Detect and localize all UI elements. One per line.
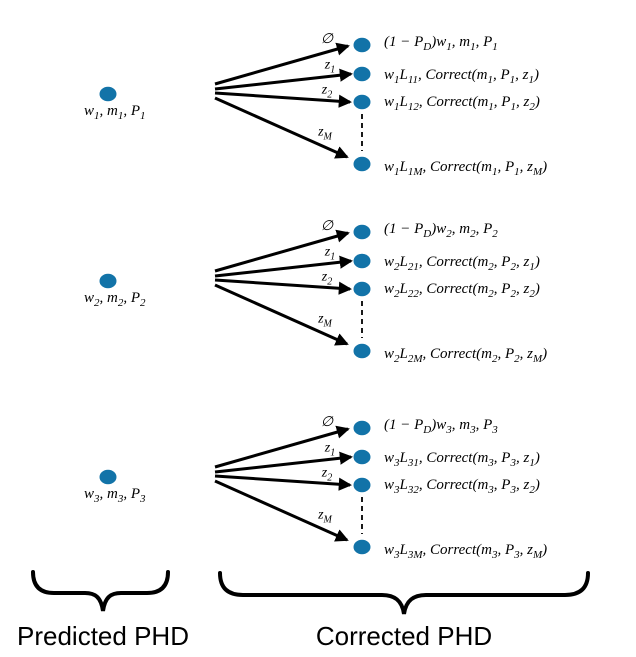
corrected-component-dot: [353, 343, 371, 359]
corrected-component-dot: [353, 449, 371, 465]
corrected-component-label: (1 − PD)w2, m2, P2: [384, 221, 498, 240]
corrected-component-dot: [353, 281, 371, 297]
component-group-3: [99, 420, 371, 555]
measurement-edge-label: z1: [324, 440, 336, 459]
corrected-component-label: (1 − PD)w1, m1, P1: [384, 34, 498, 53]
measurement-edge-label: z1: [324, 244, 336, 263]
measurement-edge-label: z2: [321, 269, 333, 288]
predicted-component-label: w3, m3, P3: [84, 486, 146, 505]
corrected-component-label: w3L31, Correct(m3, P3, z1): [384, 450, 540, 469]
missed-detection-edge-label: ∅: [320, 32, 334, 47]
measurement-arrow-z2: [214, 474, 352, 491]
corrected-component-dot: [353, 94, 371, 110]
missed-detection-arrow: [214, 229, 350, 273]
corrected-component-dot: [353, 420, 371, 436]
predicted-phd-brace: [31, 570, 170, 612]
corrected-component-label: w1L11, Correct(m1, P1, z1): [384, 67, 539, 86]
corrected-component-dot: [353, 539, 371, 555]
corrected-component-label: w3L3M, Correct(m3, P3, zM): [384, 542, 548, 561]
measurement-edge-label: z1: [324, 57, 336, 76]
missed-detection-arrow: [214, 425, 350, 469]
measurement-arrow-z1: [214, 68, 353, 91]
predicted-component-label: w1, m1, P1: [84, 103, 146, 122]
component-group-1: [99, 37, 371, 172]
measurement-edge-label: z2: [321, 465, 333, 484]
measurement-arrow-z2: [214, 91, 352, 108]
corrected-phd-brace: [218, 571, 590, 615]
corrected-component-label: w1L12, Correct(m1, P1, z2): [384, 94, 540, 113]
measurement-edge-label: zM: [318, 507, 332, 526]
measurement-arrow-z1: [214, 451, 353, 474]
measurement-arrow-zM: [214, 283, 349, 346]
predicted-phd-label: Predicted PHD: [17, 621, 189, 651]
corrected-component-label: (1 − PD)w3, m3, P3: [384, 417, 498, 436]
corrected-component-dot: [353, 66, 371, 82]
measurement-arrow-zM: [214, 479, 349, 542]
measurement-edge-label: z2: [321, 82, 333, 101]
corrected-phd-label: Corrected PHD: [315, 621, 493, 651]
corrected-component-label: w1L1M, Correct(m1, P1, zM): [384, 159, 548, 178]
corrected-component-label: w2L22, Correct(m2, P2, z2): [384, 281, 540, 300]
corrected-component-dot: [353, 37, 371, 53]
predicted-component-dot: [99, 273, 117, 289]
predicted-component-dot: [99, 86, 117, 102]
measurement-edge-label: zM: [318, 311, 332, 330]
measurement-arrow-zM: [214, 96, 349, 159]
measurement-arrow-z1: [214, 255, 353, 278]
corrected-component-dot: [353, 253, 371, 269]
measurement-edge-label: zM: [318, 124, 332, 143]
corrected-component-label: w3L32, Correct(m3, P3, z2): [384, 477, 540, 496]
predicted-component-label: w2, m2, P2: [84, 290, 146, 309]
missed-detection-edge-label: ∅: [320, 219, 334, 234]
corrected-component-label: w2L2M, Correct(m2, P2, zM): [384, 346, 548, 365]
predicted-component-dot: [99, 469, 117, 485]
component-group-2: [99, 224, 371, 359]
missed-detection-edge-label: ∅: [320, 415, 334, 430]
corrected-component-dot: [353, 224, 371, 240]
measurement-arrow-z2: [214, 278, 352, 295]
corrected-component-dot: [353, 477, 371, 493]
corrected-component-dot: [353, 156, 371, 172]
corrected-component-label: w2L21, Correct(m2, P2, z1): [384, 254, 540, 273]
missed-detection-arrow: [214, 42, 350, 86]
